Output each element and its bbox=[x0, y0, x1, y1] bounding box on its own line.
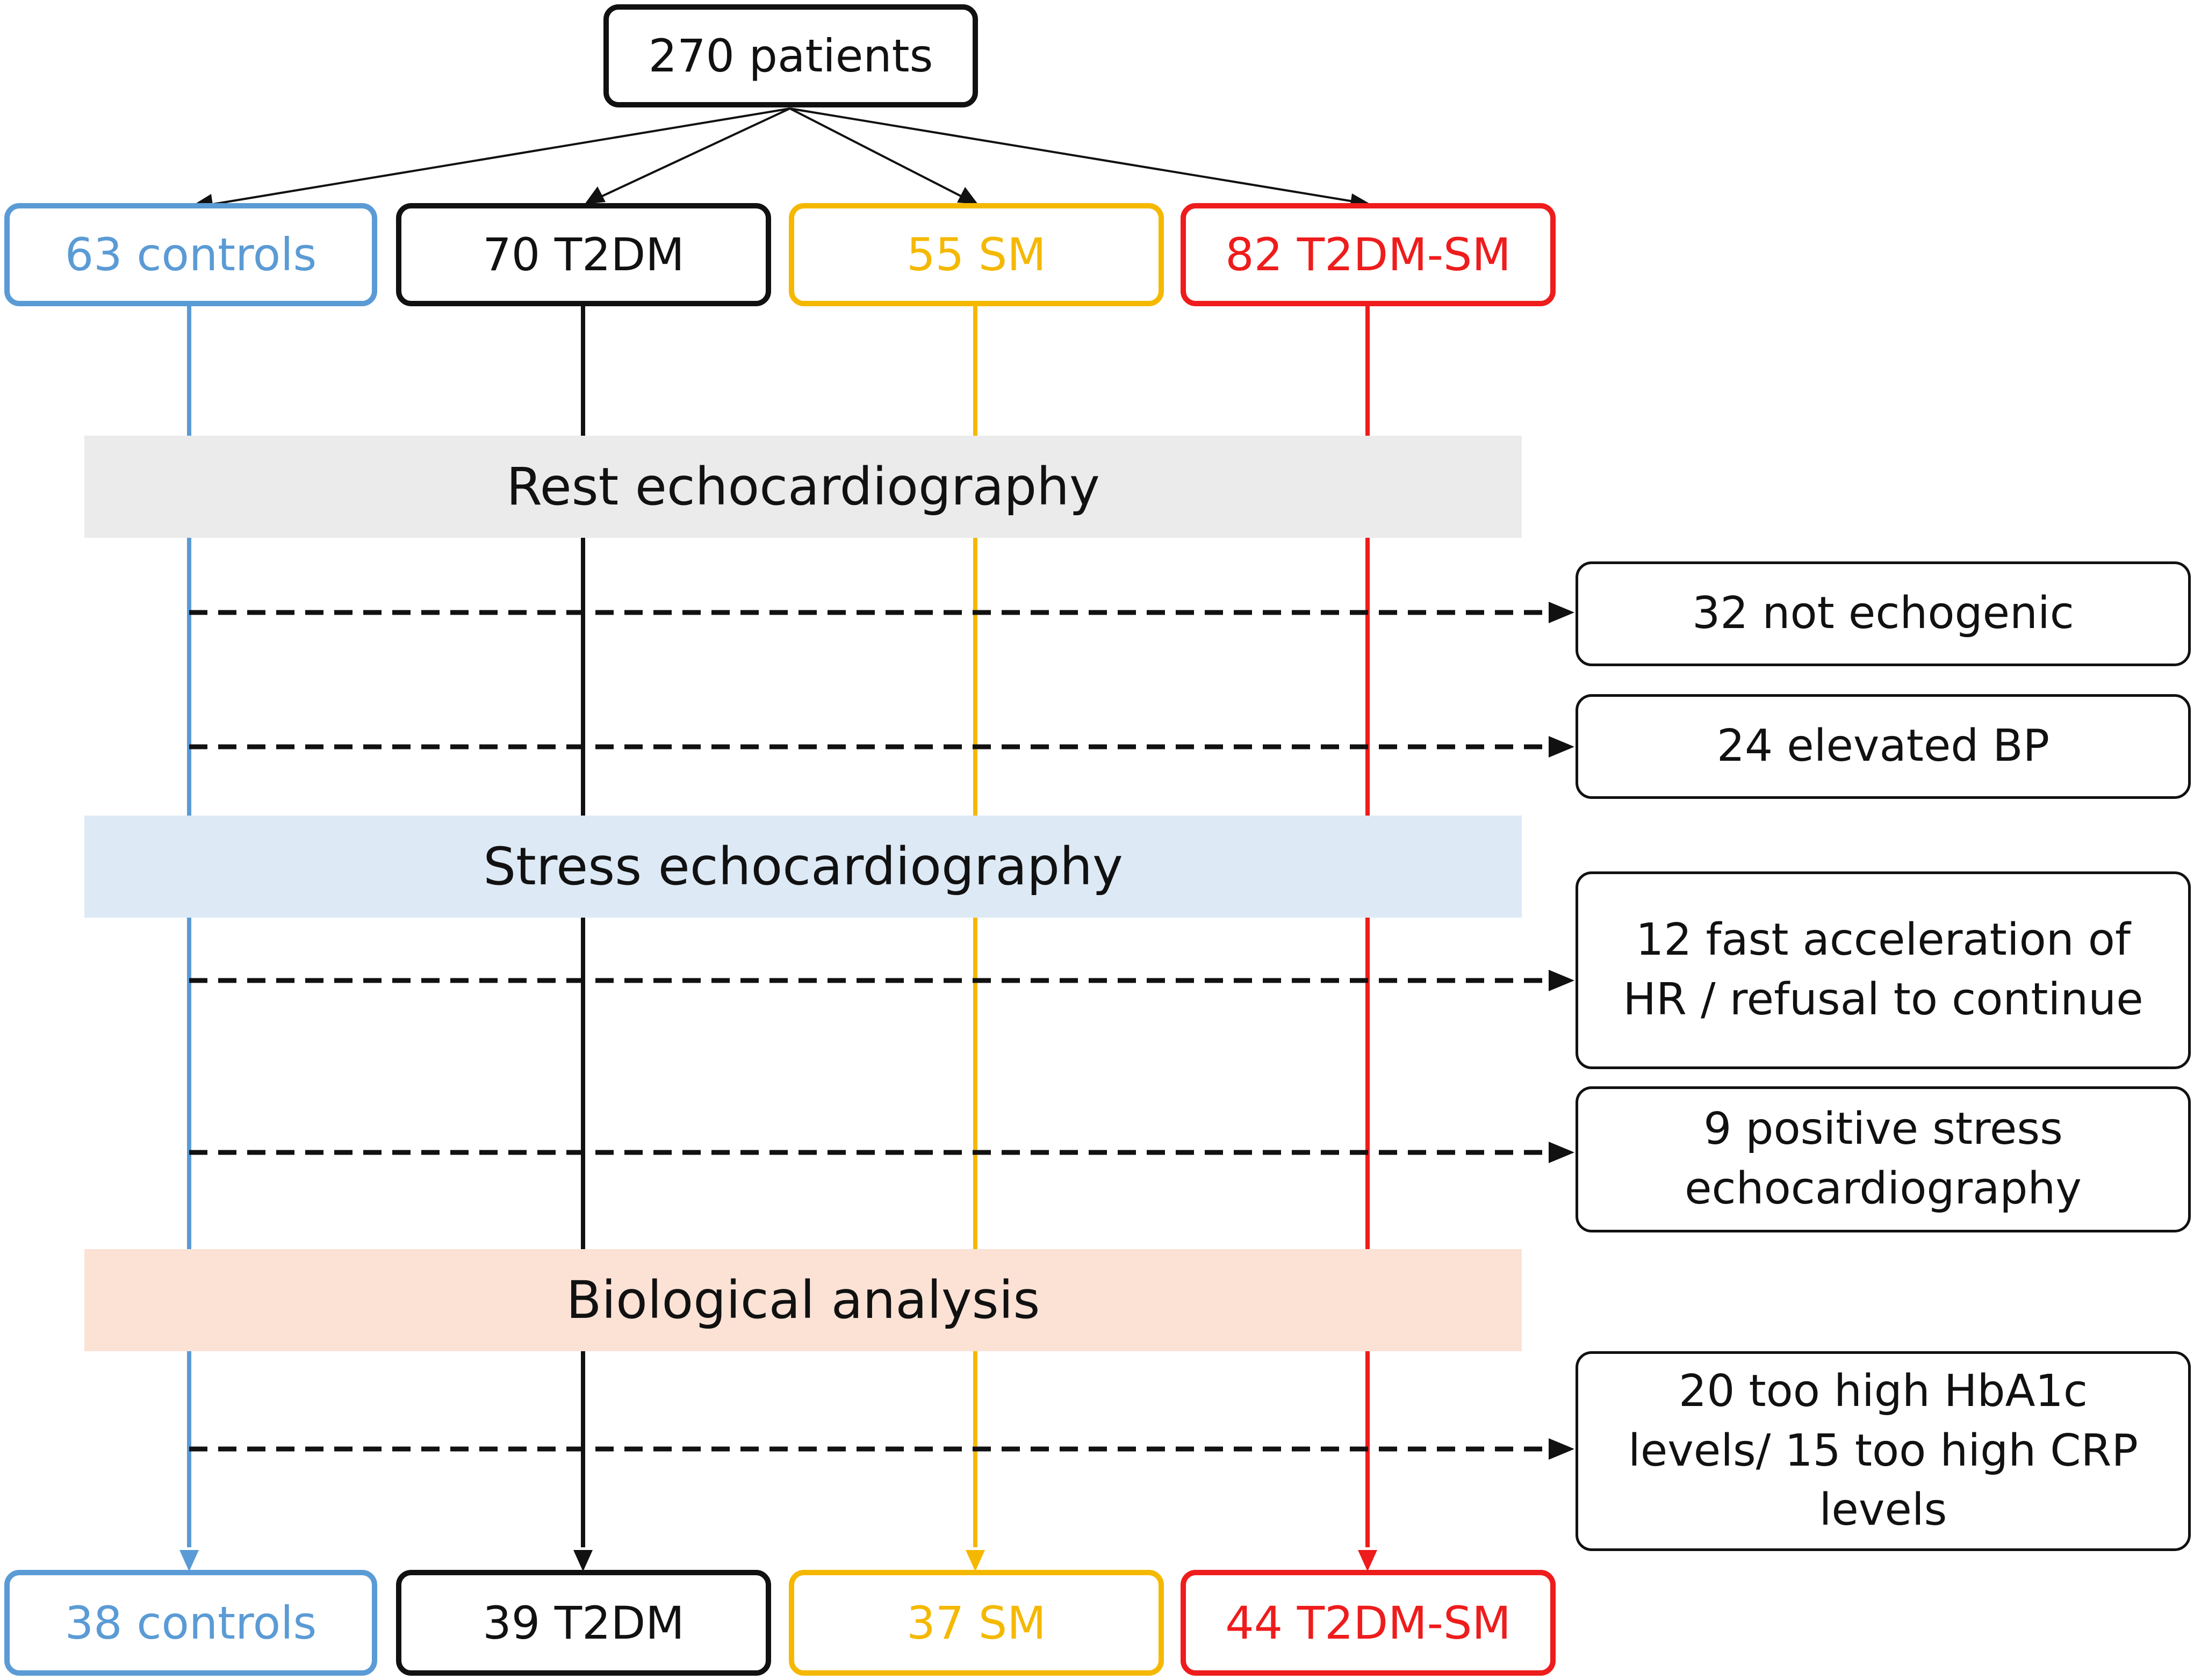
controls-end-arrowhead bbox=[179, 1550, 199, 1571]
sm-end-arrowhead bbox=[966, 1550, 985, 1571]
root-to-sm-arrowhead bbox=[957, 187, 978, 204]
elevated-bp-arrowhead bbox=[1549, 736, 1574, 758]
exclusion-box-fast-hr: 12 fast acceleration of HR / refusal to … bbox=[1576, 871, 2191, 1069]
exclusion-line: 12 fast acceleration of bbox=[1636, 914, 2131, 966]
exclusion-line: 24 elevated BP bbox=[1716, 720, 2050, 772]
stage-label-stress: Stress echocardiography bbox=[483, 837, 1123, 897]
controls-start-label: 63 controls bbox=[64, 228, 317, 281]
exclusion-box-elevated-bp: 24 elevated BP bbox=[1576, 694, 2191, 799]
high-hba1c-crp-arrowhead bbox=[1549, 1438, 1574, 1460]
t2dm-end-box: 39 T2DM bbox=[396, 1570, 771, 1676]
exclusion-line: levels/ 15 too high CRP bbox=[1628, 1425, 2138, 1476]
exclusion-box-positive-stress: 9 positive stress echocardiography bbox=[1576, 1086, 2191, 1232]
exclusion-line: echocardiography bbox=[1685, 1163, 2082, 1214]
root-to-t2dm-arrowhead bbox=[585, 186, 606, 204]
t2dm-start-box: 70 T2DM bbox=[396, 203, 771, 306]
sm-end-label: 37 SM bbox=[907, 1596, 1046, 1649]
stage-band-rest: Rest echocardiography bbox=[84, 436, 1522, 538]
t2dm-start-label: 70 T2DM bbox=[483, 228, 685, 281]
exclusion-box-high-hba1c-crp: 20 too high HbA1c levels/ 15 too high CR… bbox=[1576, 1351, 2191, 1551]
stage-label-biological: Biological analysis bbox=[566, 1270, 1040, 1330]
root-to-t2dm-sm-arrow bbox=[789, 107, 1357, 203]
root-label: 270 patients bbox=[648, 30, 933, 82]
t2dm-end-arrowhead bbox=[573, 1550, 593, 1571]
root-to-sm-arrow bbox=[789, 107, 967, 200]
t2dm-end-label: 39 T2DM bbox=[483, 1596, 685, 1649]
fast-hr-arrowhead bbox=[1549, 970, 1574, 991]
sm-start-label: 55 SM bbox=[907, 228, 1046, 281]
root-connectors bbox=[190, 107, 1370, 212]
controls-end-label: 38 controls bbox=[64, 1596, 317, 1649]
sm-end-box: 37 SM bbox=[789, 1570, 1164, 1676]
root-to-controls-arrow bbox=[203, 107, 790, 207]
controls-start-box: 63 controls bbox=[4, 203, 377, 306]
not-echogenic-arrowhead bbox=[1549, 602, 1574, 623]
exclusion-line: levels bbox=[1819, 1484, 1947, 1536]
stage-band-biological: Biological analysis bbox=[84, 1249, 1522, 1351]
root-box: 270 patients bbox=[603, 4, 978, 107]
t2dm-sm-end-box: 44 T2DM-SM bbox=[1181, 1570, 1556, 1676]
sm-start-box: 55 SM bbox=[789, 203, 1164, 306]
stage-band-stress: Stress echocardiography bbox=[84, 816, 1522, 918]
t2dm-sm-start-label: 82 T2DM-SM bbox=[1225, 228, 1511, 281]
positive-stress-arrowhead bbox=[1549, 1142, 1574, 1163]
t2dm-sm-end-label: 44 T2DM-SM bbox=[1225, 1596, 1511, 1649]
exclusion-line: 32 not echogenic bbox=[1692, 588, 2074, 639]
exclusion-line: HR / refusal to continue bbox=[1623, 974, 2143, 1025]
exclusion-arrows bbox=[189, 610, 1548, 1452]
stage-label-rest: Rest echocardiography bbox=[506, 457, 1100, 517]
t2dm-sm-start-box: 82 T2DM-SM bbox=[1181, 203, 1556, 306]
t2dm-sm-end-arrowhead bbox=[1358, 1550, 1377, 1571]
exclusion-line: 9 positive stress bbox=[1703, 1104, 2063, 1155]
exclusion-arrowheads bbox=[1549, 602, 1574, 1460]
controls-end-box: 38 controls bbox=[4, 1570, 377, 1676]
root-to-t2dm-arrow bbox=[596, 107, 790, 200]
exclusion-box-not-echogenic: 32 not echogenic bbox=[1576, 561, 2191, 666]
exclusion-line: 20 too high HbA1c bbox=[1679, 1365, 2088, 1417]
